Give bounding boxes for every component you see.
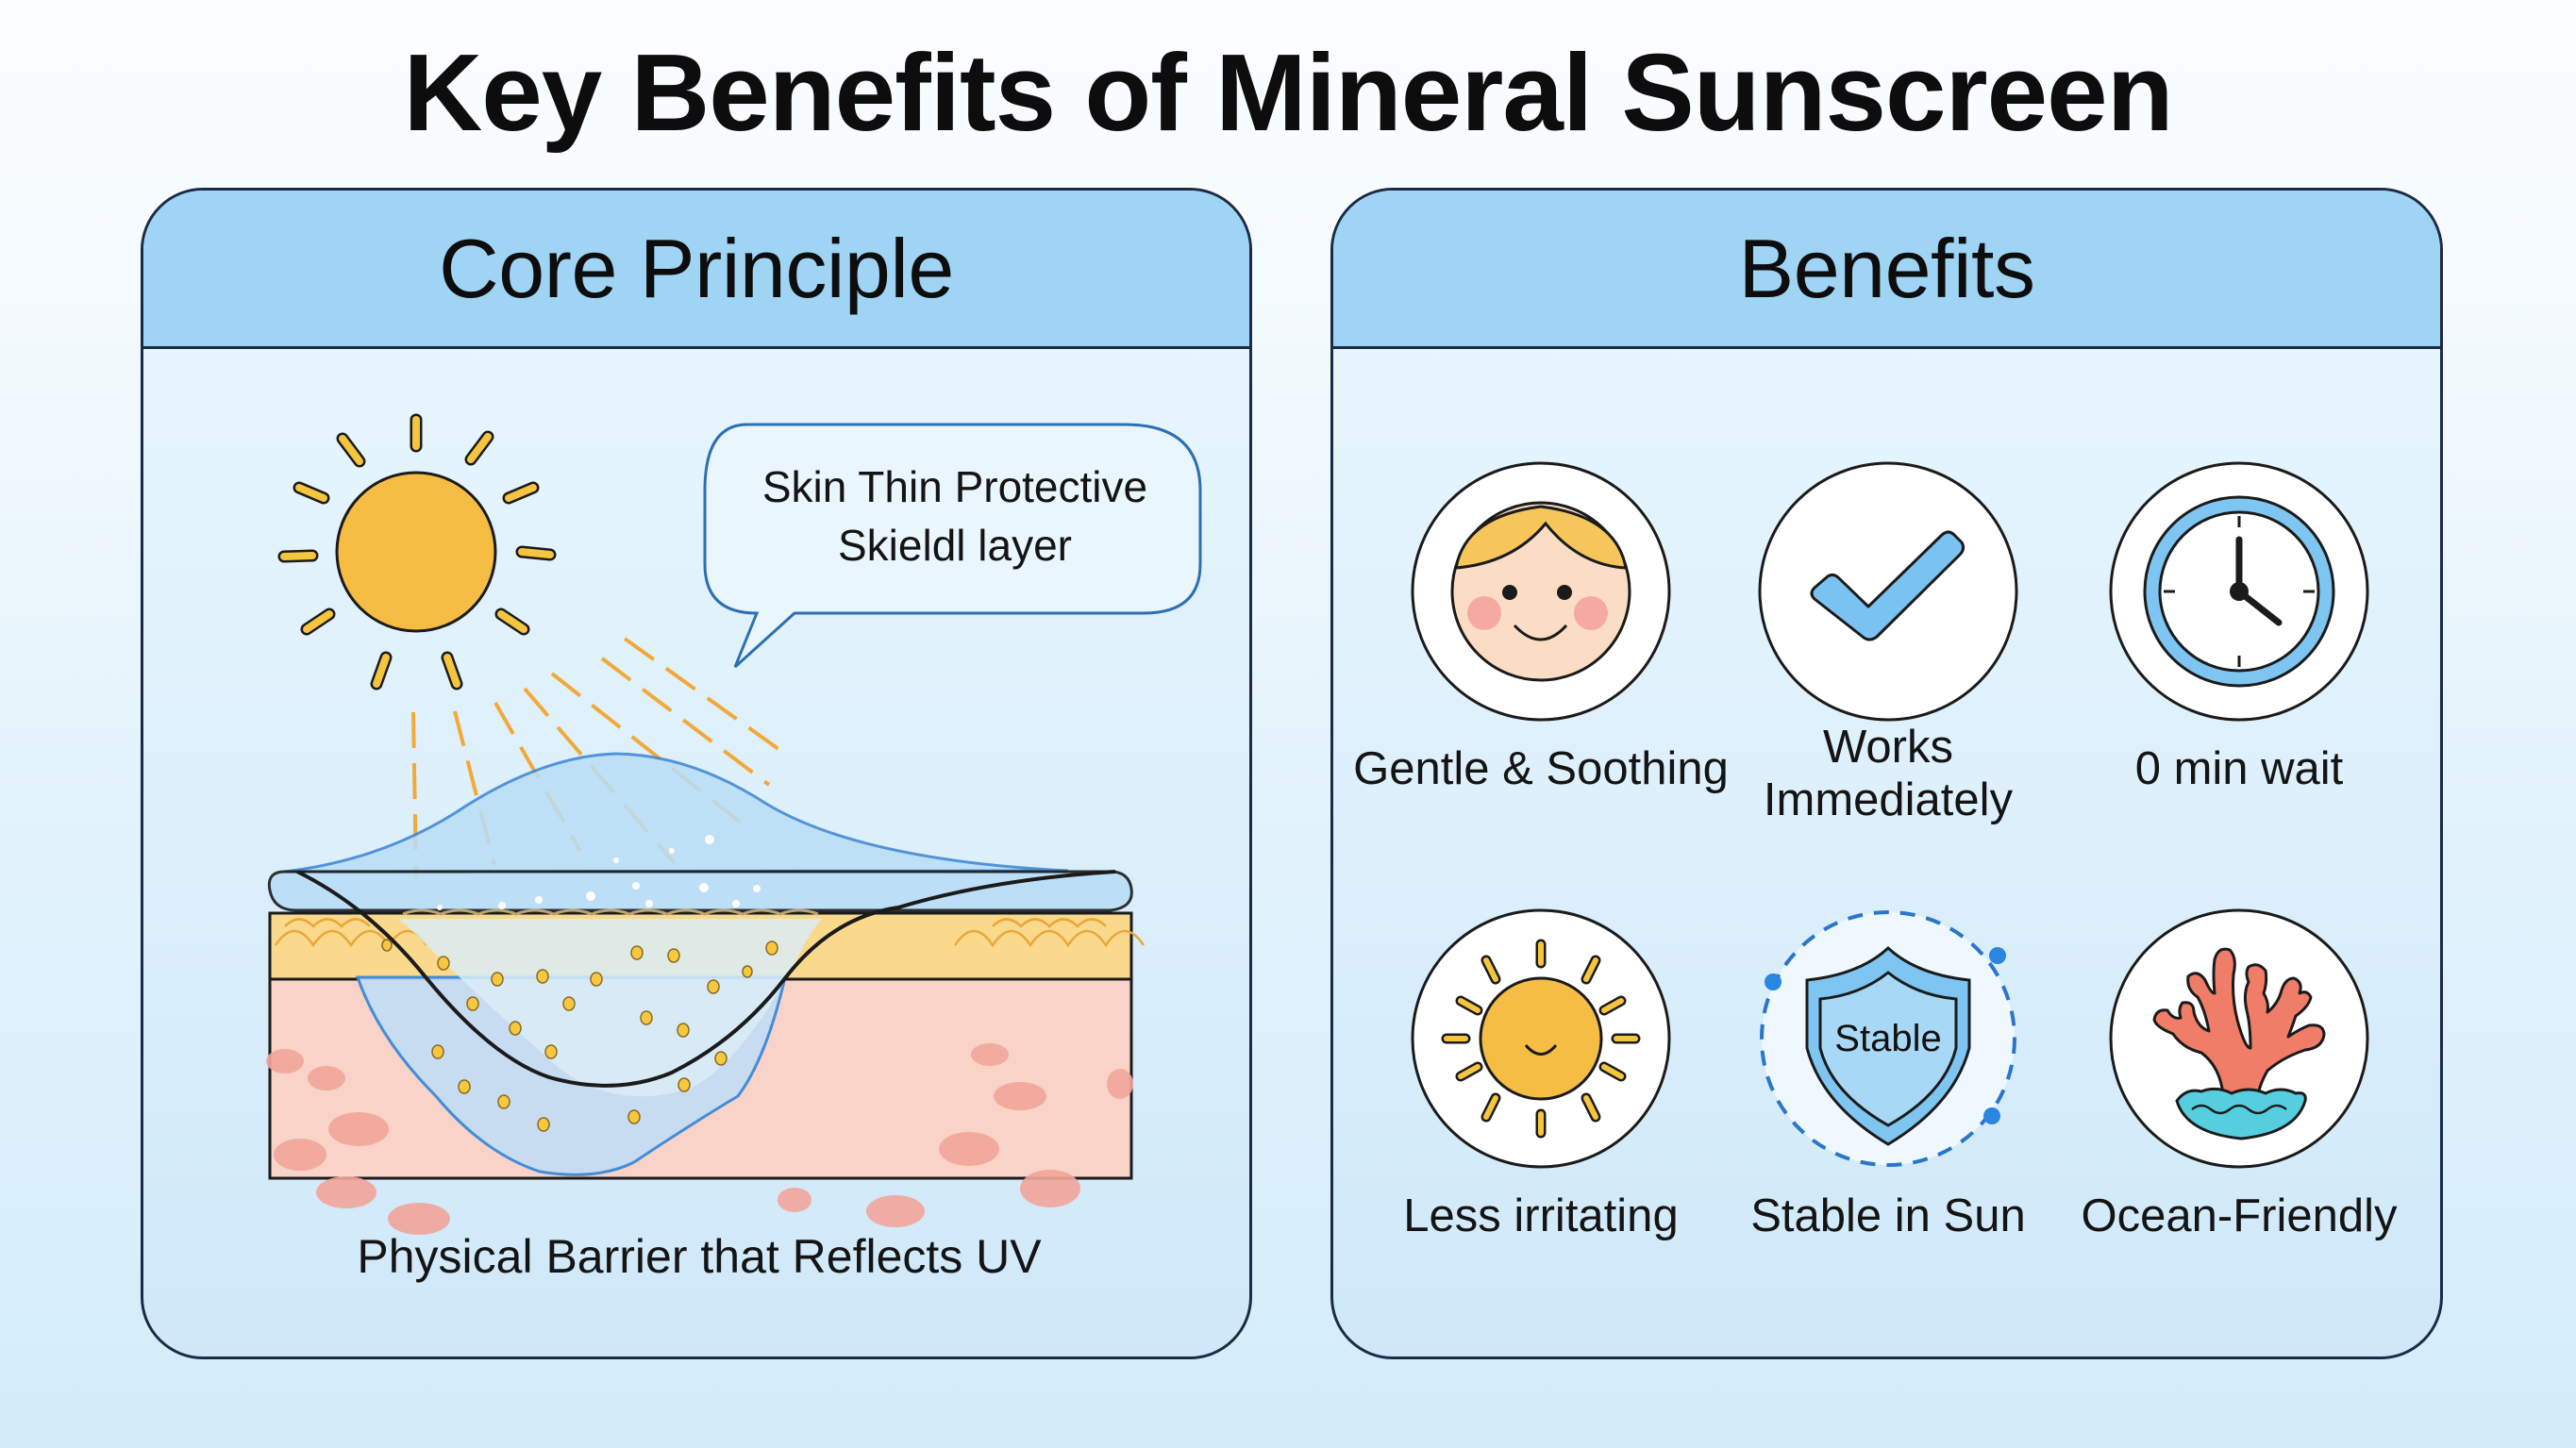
benefit-label: Less irritating	[1403, 1190, 1679, 1241]
benefit-works-immediately: Works Immediately	[1699, 459, 2077, 825]
benefit-stable-in-sun: Stable Stable in Sun	[1699, 907, 2077, 1241]
shield-icon: Stable	[1760, 910, 2016, 1167]
page-title: Key Benefits of Mineral Sunscreen	[403, 31, 2173, 154]
sun-icon	[277, 413, 557, 691]
benefit-label: Works Immediately	[1699, 721, 2077, 826]
benefit-label: Stable in Sun	[1750, 1190, 2026, 1241]
benefit-label-line-2: Immediately	[1763, 774, 2014, 825]
clock-icon	[2109, 461, 2369, 722]
core-principle-panel: Core Principle	[141, 188, 1252, 1359]
benefits-header: Benefits	[1333, 191, 2440, 349]
speech-bubble-text: Skin Thin Protective Skieldl layer	[706, 458, 1204, 574]
benefits-panel: Benefits Gentle & Soothing Works Immedia…	[1330, 188, 2443, 1359]
smiling-face-icon	[1411, 461, 1671, 722]
skin-cross-section	[266, 752, 1146, 1235]
benefit-ocean-friendly: Ocean-Friendly	[2050, 907, 2428, 1241]
benefit-gentle-soothing: Gentle & Soothing	[1352, 459, 1730, 794]
benefit-zero-min-wait: 0 min wait	[2050, 459, 2428, 794]
benefit-label: Ocean-Friendly	[2081, 1190, 2398, 1241]
benefit-label: Gentle & Soothing	[1353, 743, 1729, 794]
shield-text: Stable	[1834, 1018, 1941, 1059]
smiling-sun-icon	[1411, 908, 1671, 1169]
benefit-less-irritating: Less irritating	[1352, 907, 1730, 1241]
speech-bubble	[703, 423, 1202, 669]
bubble-line-1: Skin Thin Protective	[761, 462, 1148, 511]
coral-icon	[2109, 908, 2369, 1169]
uv-barrier-illustration	[266, 413, 1202, 1235]
bubble-line-2: Skieldl layer	[838, 521, 1072, 570]
checkmark-icon	[1758, 461, 2018, 722]
core-principle-header: Core Principle	[143, 191, 1249, 349]
benefit-label-line-1: Works	[1823, 722, 1953, 773]
core-principle-caption: Physical Barrier that Reflects UV	[357, 1230, 1042, 1283]
benefit-label: 0 min wait	[2134, 743, 2344, 794]
